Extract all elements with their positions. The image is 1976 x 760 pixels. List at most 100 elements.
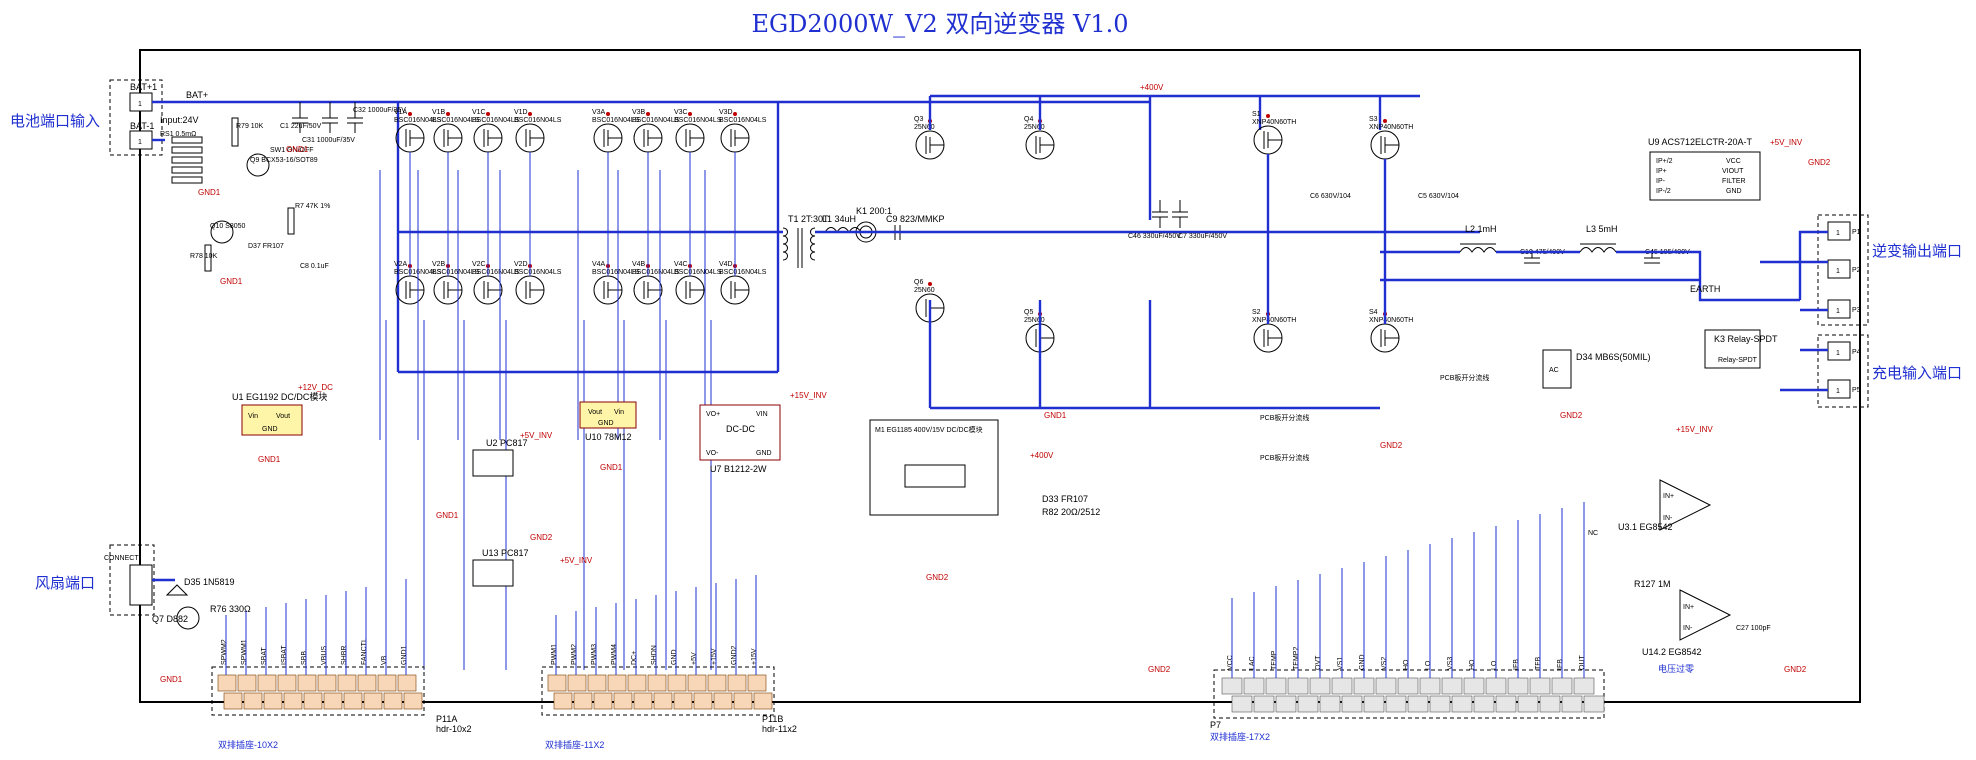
mosfet-v2a-label: V2A [394, 261, 408, 268]
mosfet-v3c-label: V3C [674, 109, 688, 116]
svg-text:OVT: OVT [1315, 655, 1322, 670]
p11b-pin-0: PWM1 [547, 615, 573, 710]
p11b-pin-9: GND2 [727, 579, 753, 710]
battery-port-label: 电池端口输入 [10, 112, 100, 130]
p11a-pin-9: GND1 [397, 579, 423, 710]
mosfet-v3b-part: BSC016N04LS [632, 117, 680, 124]
svg-text:1: 1 [1836, 388, 1840, 395]
svg-text:P3: P3 [1852, 307, 1861, 314]
svg-text:Q10 S8050: Q10 S8050 [210, 223, 246, 230]
mosfet-s2-label: S2 [1252, 309, 1261, 316]
p7-pin-6: GND [1353, 562, 1385, 713]
mosfet-v1c-label: V1C [472, 109, 486, 116]
mosfet-v2c-label: V2C [472, 261, 486, 268]
shunt-rs1: RS1 0.5mΩ [160, 131, 203, 184]
svg-text:+5V_INV: +5V_INV [560, 556, 593, 565]
svg-text:IN-: IN- [1663, 515, 1673, 522]
svg-text:OUT: OUT [1579, 655, 1586, 671]
svg-text:U10 78M12: U10 78M12 [585, 432, 632, 442]
svg-text:R127 1M: R127 1M [1634, 579, 1671, 589]
mosfet-v1b-part: BSC016N04LS [432, 117, 480, 124]
svg-text:GND1: GND1 [401, 645, 408, 665]
svg-text:1: 1 [138, 139, 142, 146]
svg-text:LO: LO [1425, 660, 1432, 670]
svg-text:FILTER: FILTER [1722, 178, 1746, 185]
svg-text:+15V_INV: +15V_INV [790, 391, 827, 400]
mosfet-v4a-label: V4A [592, 261, 606, 268]
svg-text:IP-/2: IP-/2 [1656, 188, 1671, 195]
svg-text:C32 1000uF/35V: C32 1000uF/35V [353, 107, 406, 114]
svg-text:+15V: +15V [711, 648, 718, 665]
svg-text:1: 1 [1836, 268, 1840, 275]
svg-text:VS2: VS2 [1381, 657, 1388, 670]
charge-pins: 1 1 P4 P5 [1827, 341, 1861, 399]
svg-text:T1 2T:30T: T1 2T:30T [788, 214, 829, 224]
inverter-output-port-label: 逆变输出端口 [1872, 242, 1962, 260]
mosfet-v3a-label: V3A [592, 109, 606, 116]
svg-text:LAC: LAC [1249, 656, 1256, 670]
svg-text:VCC: VCC [1726, 158, 1741, 165]
mosfet-v4b-label: V4B [632, 261, 646, 268]
relay-k3: K3 Relay-SPDT Relay-SPDT [1704, 329, 1778, 369]
svg-text:U14.2 EG8542: U14.2 EG8542 [1642, 647, 1702, 657]
svg-text:VBUS: VBUS [321, 646, 328, 665]
svg-text:GND2: GND2 [1808, 158, 1831, 167]
bat1-label: BAT+1 [130, 82, 157, 92]
svg-text:+5V_INV: +5V_INV [1770, 138, 1803, 147]
svg-text:+5V: +5V [691, 652, 698, 665]
output-mosfet-bridge: S1XNP40N60THS2XNP40N60THS3XNP40N60THS4XN… [1252, 111, 1413, 353]
svg-text:GND: GND [756, 450, 772, 457]
svg-text:SHBR: SHBR [341, 646, 348, 665]
mosfet-v1a-part: BSC016N04LS [394, 117, 442, 124]
svg-text:GND: GND [1359, 654, 1366, 670]
mosfet-v1a-label: V1A [394, 109, 408, 116]
svg-text:R78 10K: R78 10K [190, 253, 218, 260]
current-sensor-u9: U9 ACS712ELCTR-20A-T IP+/2 IP+ IP- IP-/2… [1648, 137, 1831, 201]
optocouplers: U2 PC817 U13 PC817 +5V_INV +5V_INV [472, 431, 593, 587]
svg-text:GND2: GND2 [1784, 665, 1807, 674]
mosfet-v4d-part: BSC016N04LS [719, 269, 767, 276]
svg-text:PWM4: PWM4 [611, 644, 618, 665]
svg-text:Vout: Vout [276, 413, 290, 420]
mosfet-v1d-part: BSC016N04LS [514, 117, 562, 124]
svg-text:P4: P4 [1852, 349, 1861, 356]
dcdc-module-u7: DC-DC VO+ VIN VO- GND U7 B1212-2W +15V_I… [699, 391, 827, 474]
svg-text:Vin: Vin [614, 409, 624, 416]
svg-text:GND2: GND2 [731, 645, 738, 665]
mosfet-s2-part: XNP40N60TH [1252, 317, 1296, 324]
svg-text:IN-: IN- [1683, 625, 1693, 632]
dc-bus-caps: C46 330uF/450V C7 330uF/450V C5 630V/104… [1128, 193, 1459, 240]
svg-text:L2 1mH: L2 1mH [1465, 224, 1497, 234]
svg-text:Relay-SPDT: Relay-SPDT [1718, 357, 1758, 364]
svg-text:SPWM2: SPWM2 [221, 639, 228, 665]
svg-text:C27 100pF: C27 100pF [1736, 625, 1771, 632]
p11a-pin-7: FANCTL [357, 587, 383, 710]
bridge-rectifier-d34: AC D34 MB6S(50MIL) [1542, 349, 1651, 389]
svg-text:C9 823/MMKP: C9 823/MMKP [886, 214, 945, 224]
svg-text:GND1: GND1 [1044, 411, 1067, 420]
output-pins: 1 1 1 P1 P2 P3 [1827, 221, 1861, 319]
svg-text:1: 1 [138, 101, 142, 108]
battery-input-caps: C1 22uF/50V C31 1000uF/35V C32 1000uF/35… [280, 102, 406, 144]
svg-text:NC: NC [1588, 530, 1598, 537]
svg-text:P1: P1 [1852, 229, 1861, 236]
svg-text:HO: HO [1403, 659, 1410, 670]
svg-text:U2 PC817: U2 PC817 [486, 438, 528, 448]
svg-text:+400V: +400V [1030, 451, 1054, 460]
hv-dcdc-module-m1: M1 EG1185 400V/15V DC/DC模块 +400V D33 FR1… [869, 419, 1100, 517]
fan-driver: D35 1N5819 Q7 D882 R76 330Ω [152, 577, 251, 630]
svg-text:DC-DC: DC-DC [726, 424, 755, 434]
p11a-pin-6: SHBR [337, 591, 363, 710]
p11a-label: P11A [436, 714, 457, 724]
svg-text:SBB: SBB [301, 651, 308, 665]
p7-pin-7: VS2 [1375, 556, 1407, 713]
comparator-u3: IN+ IN- U3.1 EG8542 +15V_INV [1618, 425, 1713, 532]
